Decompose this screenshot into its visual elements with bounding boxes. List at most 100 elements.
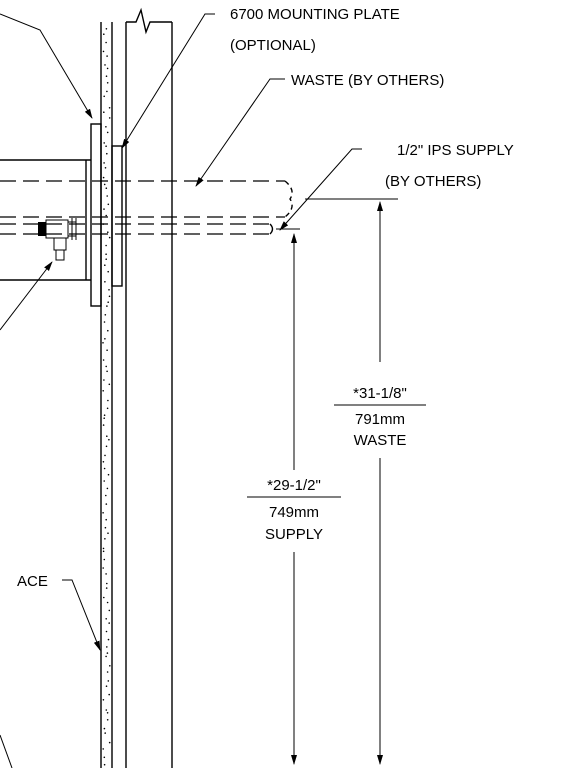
stipple-dot: [103, 208, 105, 210]
stipple-dot: [106, 370, 108, 373]
stipple-dot: [104, 338, 106, 340]
stipple-dot: [102, 512, 104, 514]
stipple-dot: [107, 532, 109, 534]
dimension-waste: [334, 201, 426, 765]
stipple-dot: [106, 305, 108, 307]
stipple-dot: [105, 75, 108, 77]
stipple-dot: [105, 244, 107, 247]
stipple-dot: [103, 379, 105, 381]
stipple-dot: [106, 82, 109, 84]
stipple-dot: [104, 454, 106, 457]
stipple-dot: [107, 203, 110, 206]
stipple-dot: [106, 487, 109, 490]
wall-section: [100, 22, 113, 768]
stud-lines: [125, 7, 173, 768]
stipple-dot: [107, 329, 109, 332]
stipple-dot: [106, 582, 108, 585]
stipple-dot: [106, 671, 109, 673]
stipple-dot: [106, 55, 108, 57]
stipple-dot: [108, 383, 111, 386]
stipple-dot: [105, 214, 107, 217]
stipple-dot: [106, 646, 108, 648]
stipple-dot: [104, 167, 107, 169]
stipple-dot: [106, 349, 108, 352]
waste-dimension-inches: *31-1/8": [353, 385, 407, 402]
stipple-dot: [102, 50, 105, 53]
stipple-dot: [104, 64, 106, 66]
stipple-dot: [108, 622, 110, 624]
dimension-supply: [247, 233, 341, 765]
stipple-dot: [102, 176, 105, 179]
mounting-plate-label: 6700 MOUNTING PLATE: [230, 6, 400, 23]
stipple-dot: [103, 183, 106, 186]
surface-label-partial: ACE: [17, 573, 48, 590]
waste-pipe: [0, 180, 398, 218]
mounting-plate: [90, 123, 123, 307]
leader-lines: [0, 13, 362, 768]
supply-dimension-mm: 749mm: [269, 504, 319, 521]
stipple-dot: [102, 390, 104, 392]
stipple-dot: [105, 685, 108, 687]
mounting-plate-optional-label: (OPTIONAL): [230, 37, 316, 54]
stipple-dot: [107, 301, 109, 304]
stipple-dot: [104, 314, 107, 316]
stipple-dot: [104, 264, 106, 267]
stipple-dot: [103, 33, 105, 35]
stipple-dot: [105, 655, 107, 658]
stipple-dot: [107, 270, 109, 273]
waste-dimension-mm: 791mm: [355, 411, 405, 428]
stipple-dot: [105, 145, 107, 147]
stipple-dot: [105, 709, 108, 711]
stipple-dot: [106, 601, 109, 604]
waste-dimension-name: WASTE: [354, 432, 407, 449]
stipple-dot: [108, 438, 110, 441]
stipple-dot: [103, 142, 105, 144]
stipple-dot: [105, 41, 107, 44]
stipple-dot: [103, 467, 106, 470]
stipple-dot: [108, 693, 110, 696]
stipple-dot: [105, 618, 107, 620]
stipple-dot: [105, 494, 107, 497]
waste-label: WASTE (BY OTHERS): [291, 72, 444, 89]
stipple-dot: [103, 162, 105, 164]
supply-dimension-name: SUPPLY: [265, 526, 323, 543]
stipple-dot: [104, 732, 106, 734]
stipple-dot: [106, 152, 108, 155]
stipple-dot: [106, 652, 109, 654]
stipple-dot: [105, 126, 107, 128]
stipple-dot: [105, 630, 108, 633]
stipple-dot: [106, 435, 108, 438]
stipple-dot: [106, 67, 109, 70]
stipple-dot: [105, 573, 107, 575]
stipple-dot: [103, 480, 105, 482]
stipple-dot: [105, 258, 107, 261]
stipple-dot: [102, 342, 104, 344]
stipple-dot: [106, 131, 109, 134]
stipple-dot: [106, 407, 109, 410]
supply-by-others-label: (BY OTHERS): [385, 173, 481, 190]
supply-dimension-inches: *29-1/2": [267, 477, 321, 494]
stipple-dot: [107, 231, 109, 233]
stipple-dot: [107, 638, 110, 641]
stipple-dot: [102, 550, 105, 553]
stipple-dot: [108, 289, 110, 291]
stipple-dot: [106, 719, 109, 721]
stipple-dot: [108, 295, 111, 298]
stipple-dot: [107, 680, 110, 682]
stipple-dot: [108, 741, 111, 744]
stipple-dot: [108, 609, 111, 612]
stipple-dot: [105, 28, 108, 30]
stipple-dot: [108, 107, 111, 109]
stipple-dot: [108, 117, 111, 119]
stipple-dot: [103, 756, 106, 759]
fountain-housing: [0, 159, 91, 281]
stipple-dot: [103, 414, 106, 417]
stipple-dot: [103, 763, 106, 766]
stipple-dot: [104, 538, 106, 540]
stipple-dot: [103, 417, 105, 420]
stipple-dot: [102, 359, 105, 361]
stipple-dot: [102, 699, 105, 701]
stipple-dot: [103, 111, 105, 113]
stipple-dot: [102, 547, 105, 550]
